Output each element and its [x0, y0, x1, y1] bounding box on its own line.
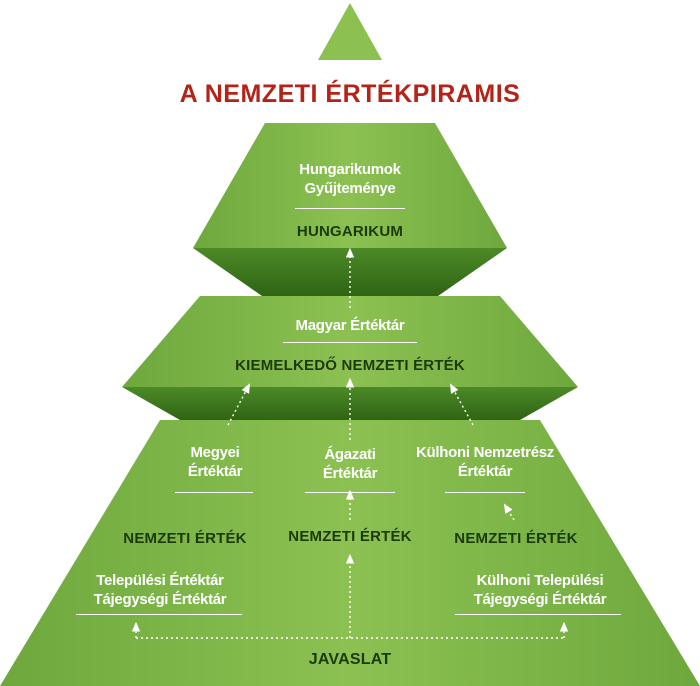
flow-arrows [131, 247, 569, 639]
middle-tier-repository: Magyar Értéktár [295, 317, 405, 334]
bottom-level-right: NEMZETI ÉRTÉK [454, 530, 578, 547]
middle-tier-divider [283, 342, 417, 343]
pyramid-title: A NEMZETI ÉRTÉKPIRAMIS [179, 80, 521, 108]
middle-tier-face [122, 296, 578, 387]
top-tier-face [193, 123, 507, 248]
local-repository-domestic: Települési Értéktár Tájegységi Értéktár [93, 572, 227, 608]
local-repository-abroad: Külhoni Települési Tájegységi Értéktár [473, 572, 607, 608]
arrow-left-up [227, 383, 250, 426]
top-tier-repository: Hungarikumok Gyűjteménye [299, 161, 401, 197]
middle-tier-level: KIEMELKEDŐ NEMZETI ÉRTÉK [235, 357, 465, 374]
bottom-divider-sector [305, 492, 395, 493]
bottom-repository-sector: Ágazati Értéktár [322, 446, 378, 482]
bottom-level-left: NEMZETI ÉRTÉK [123, 530, 247, 547]
arrow-right-up [449, 383, 474, 426]
pyramid-base-label: JAVASLAT [308, 651, 392, 668]
bottom-divider-abroad [445, 492, 525, 493]
bottom-repository-abroad: Külhoni Nemzetrész Értéktár [416, 444, 554, 480]
top-tier-divider [295, 208, 405, 209]
pyramid-apex [318, 3, 382, 60]
local-divider-domestic [76, 614, 242, 615]
bottom-repository-county: Megyei Értéktár [187, 444, 243, 480]
bottom-tier-face [0, 420, 700, 686]
top-tier-level: HUNGARIKUM [296, 223, 404, 240]
local-divider-abroad [455, 614, 621, 615]
bottom-level-center: NEMZETI ÉRTÉK [288, 528, 412, 545]
bottom-divider-county [175, 492, 253, 493]
